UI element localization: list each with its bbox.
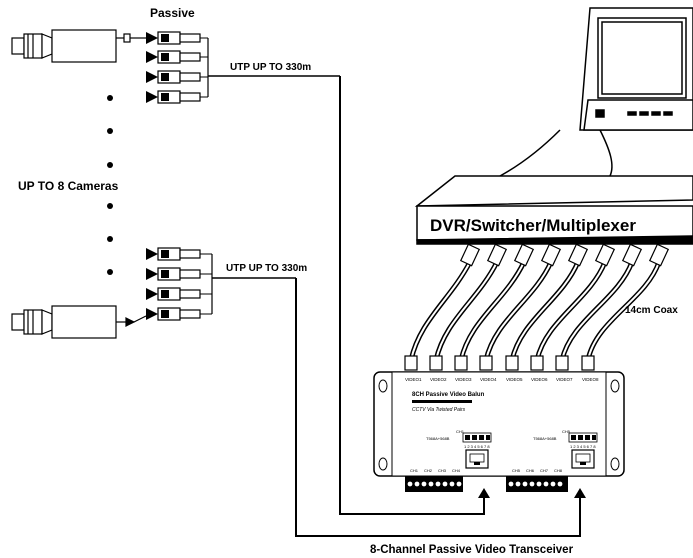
utp-distance-label-bottom: UTP UP TO 330m [226, 263, 307, 274]
ch-label: CH6 [526, 468, 535, 473]
monitor-icon [499, 7, 693, 177]
dip-switch-right: CH5 1 2 3 4 5 6 7 8 [562, 429, 598, 449]
rj45-left-label: T568A+568B [426, 436, 450, 441]
ch-label: CH2 [424, 468, 433, 473]
balun-icon [146, 70, 208, 84]
balun-stack-top [146, 31, 340, 104]
dvr-box-icon [414, 175, 693, 245]
terminal-block-left [405, 476, 463, 492]
terminal-block-right [506, 476, 568, 492]
camera-top-icon [11, 29, 146, 63]
bnc-connectors-bottom [404, 355, 595, 371]
panel-title: 8CH Passive Video Balun [412, 392, 485, 398]
svg-text:1 2 3 4 5 6 7 8: 1 2 3 4 5 6 7 8 [570, 444, 596, 449]
rj45-port-right [571, 449, 595, 469]
port-label-video6: VIDEO6 [531, 377, 548, 382]
mount-hole [610, 457, 620, 471]
ch-label: CH1 [410, 468, 419, 473]
port-label-video1: VIDEO1 [405, 377, 422, 382]
balun-icon [146, 247, 212, 261]
balun-icon [146, 50, 208, 64]
transceiver-panel: VIDEO1 VIDEO2 VIDEO3 VIDEO4 VIDEO5 VIDEO… [373, 371, 625, 492]
svg-text:1 2 3 4 5 6 7 8: 1 2 3 4 5 6 7 8 [464, 444, 490, 449]
passive-label: Passive [150, 6, 195, 20]
balun-icon [146, 90, 208, 104]
coax-length-label: 14cm Coax [625, 305, 678, 316]
arrow-head [478, 488, 490, 498]
ch-label: CH3 [438, 468, 447, 473]
mount-hole [610, 379, 620, 393]
ch-label: CH4 [452, 468, 461, 473]
mount-hole [378, 457, 388, 471]
port-label-video8: VIDEO8 [582, 377, 599, 382]
mount-hole [378, 379, 388, 393]
balun-icon [146, 267, 212, 281]
ch-label: CH5 [512, 468, 521, 473]
port-label-video4: VIDEO4 [480, 377, 497, 382]
balun-stack-bottom [146, 247, 296, 321]
rj45-port-left [465, 449, 489, 469]
dvr-label: DVR/Switcher/Multiplexer [430, 216, 636, 235]
svg-text:CH1: CH1 [456, 429, 465, 434]
rj45-right-label: T568A+568B [533, 436, 557, 441]
port-label-video5: VIDEO5 [506, 377, 523, 382]
ch-label: CH7 [540, 468, 549, 473]
dip-switch-left: CH1 1 2 3 4 5 6 7 8 [456, 429, 492, 449]
balun-icon [146, 31, 208, 45]
utp-distance-label-top: UTP UP TO 330m [230, 62, 311, 73]
port-label-video7: VIDEO7 [556, 377, 573, 382]
balun-icon [146, 307, 212, 321]
port-label-video2: VIDEO2 [430, 377, 447, 382]
cameras-count-label: UP TO 8 Cameras [18, 179, 119, 193]
panel-subtitle: CCTV Via Twisted Pairs [412, 407, 466, 413]
svg-text:CH5: CH5 [562, 429, 571, 434]
arrow-head [574, 488, 586, 498]
bnc-connectors-top [459, 243, 670, 267]
utp-cable-bottom [295, 278, 581, 537]
panel-title-bar [412, 400, 472, 403]
coax-cables-inner [410, 261, 660, 361]
ellipsis-dots [107, 95, 113, 275]
diagram-caption: 8-Channel Passive Video Transceiver [370, 544, 574, 556]
camera-bottom-icon [11, 305, 147, 339]
utp-cable-top [339, 76, 485, 515]
port-label-video3: VIDEO3 [455, 377, 472, 382]
balun-icon [146, 287, 212, 301]
ch-label: CH8 [554, 468, 563, 473]
